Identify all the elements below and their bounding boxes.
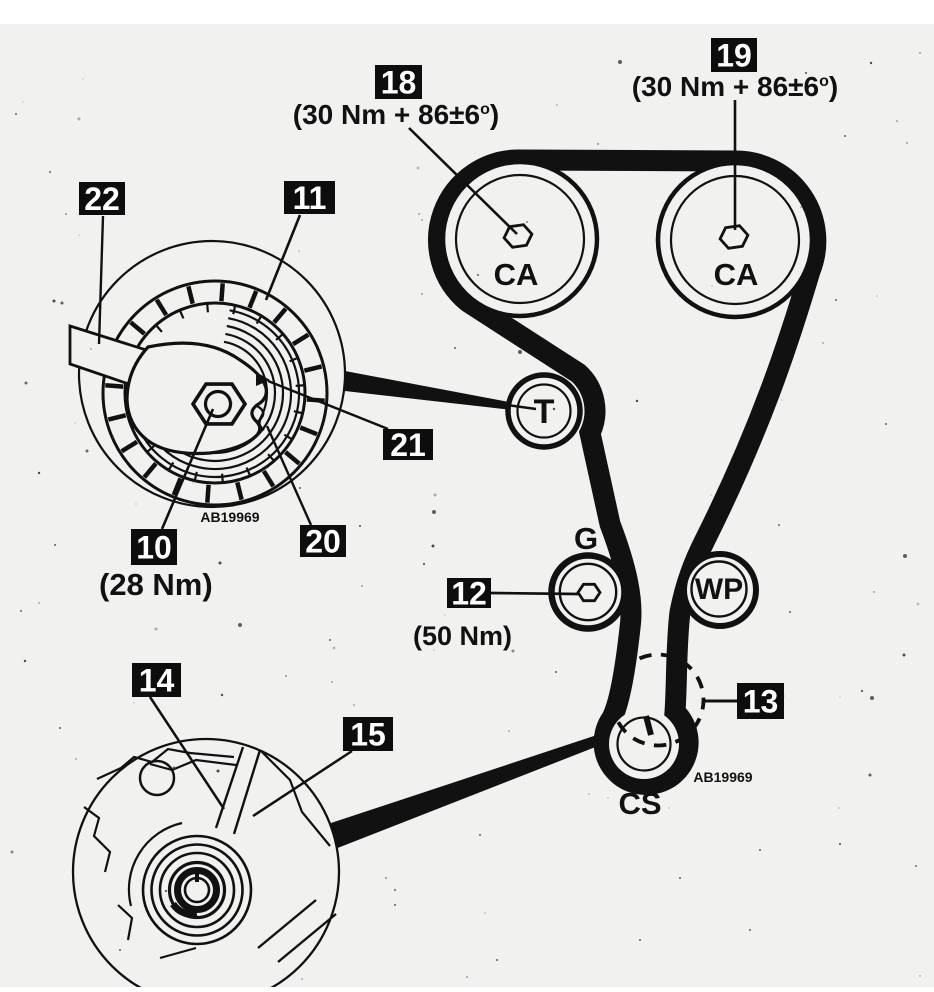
svg-text:WP: WP <box>695 573 743 606</box>
svg-text:19: 19 <box>716 38 752 74</box>
svg-text:CA: CA <box>714 257 759 292</box>
svg-text:11: 11 <box>293 180 327 216</box>
svg-text:13: 13 <box>743 684 779 720</box>
svg-text:22: 22 <box>84 181 120 217</box>
svg-text:(50 Nm): (50 Nm) <box>413 621 512 651</box>
svg-text:CS: CS <box>618 786 661 821</box>
svg-text:20: 20 <box>305 524 341 560</box>
svg-text:(30 Nm + 86±6o): (30 Nm + 86±6o) <box>632 71 838 102</box>
svg-text:CA: CA <box>494 257 539 292</box>
svg-text:T: T <box>534 393 555 431</box>
svg-text:12: 12 <box>451 576 487 612</box>
svg-text:AB19969: AB19969 <box>200 509 259 525</box>
svg-text:15: 15 <box>350 717 386 753</box>
svg-text:AB19969: AB19969 <box>693 769 752 785</box>
svg-text:G: G <box>574 521 598 556</box>
svg-text:(30 Nm + 86±6o): (30 Nm + 86±6o) <box>293 99 499 130</box>
svg-text:10: 10 <box>136 530 172 566</box>
svg-text:18: 18 <box>381 65 417 101</box>
svg-text:21: 21 <box>390 427 426 463</box>
svg-text:(28 Nm): (28 Nm) <box>99 567 213 602</box>
svg-text:14: 14 <box>139 663 175 699</box>
